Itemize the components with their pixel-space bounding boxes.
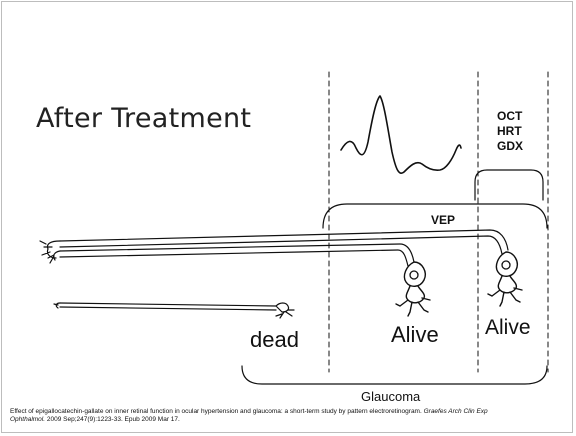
citation: Effect of epigallocatechin-gallate on in… <box>10 408 510 432</box>
vep-label: VEP <box>431 213 455 227</box>
slide-title: After Treatment <box>36 103 251 134</box>
status-alive-1: Alive <box>391 322 439 348</box>
neuron-icon-2 <box>488 252 522 306</box>
tests-label-hrt: HRT <box>497 124 522 138</box>
neuron-nucleus <box>410 271 418 279</box>
neuron-nucleus-2 <box>502 261 510 269</box>
short-axon <box>60 303 276 310</box>
tests-label-gdx: GDX <box>497 139 523 153</box>
citation-tail: 2009 Sep;247(9):1223-33. Epub 2009 Mar 1… <box>45 416 180 423</box>
tests-bracket <box>475 170 543 200</box>
citation-text: Effect of epigallocatechin-gallate on in… <box>10 408 424 415</box>
short-axon-terminal <box>54 303 60 308</box>
status-alive-2: Alive <box>485 316 531 340</box>
glaucoma-bracket <box>242 366 547 384</box>
dead-neuron-icon <box>276 303 294 318</box>
erg-waveform-icon <box>341 96 461 173</box>
status-dead: dead <box>250 327 299 353</box>
group-label: Glaucoma <box>361 389 420 404</box>
neuron-icon <box>396 262 430 316</box>
axon-1 <box>60 230 508 250</box>
tests-label-oct: OCT <box>497 109 522 123</box>
